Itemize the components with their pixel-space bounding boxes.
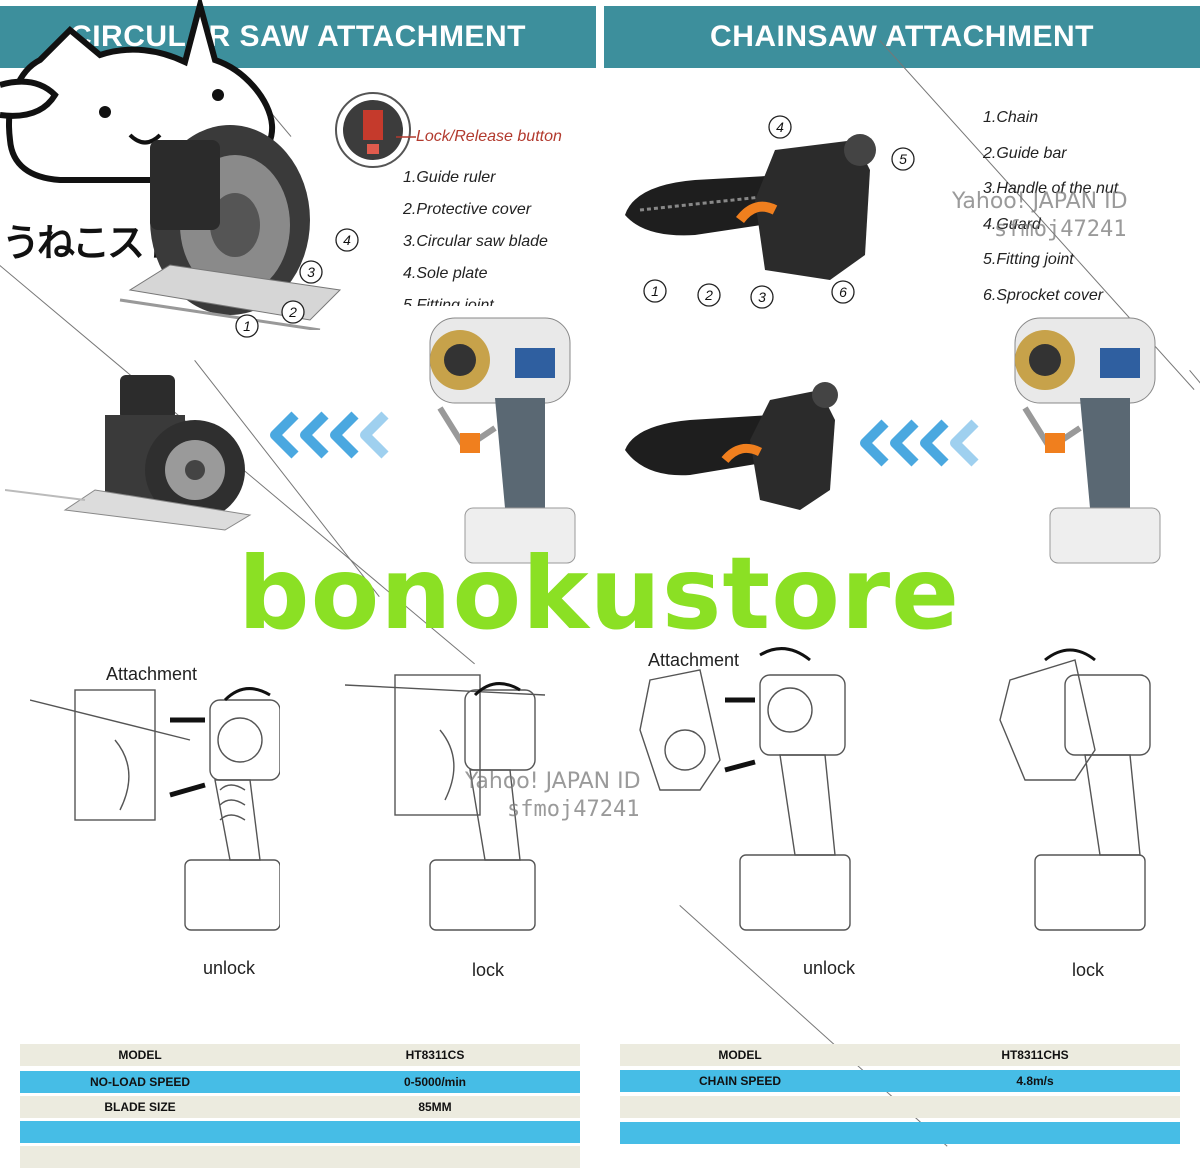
spec-label: NO-LOAD SPEED — [89, 1075, 190, 1089]
part-item: 5.Fitting joint — [983, 251, 1074, 269]
chainsaw-lock-drawing — [999, 648, 1151, 931]
callout-1: 1 — [243, 318, 251, 334]
spec-value: 4.8m/s — [1016, 1074, 1054, 1088]
header-chainsaw: CHAINSAW ATTACHMENT — [604, 6, 1200, 68]
callout-3: 3 — [758, 289, 766, 305]
chainsaw-parts-list: 1.Chain 2.Guide bar 3.Handle of the nut … — [983, 100, 1118, 314]
unlock-label: unlock — [203, 958, 256, 978]
callout-arrow — [396, 136, 416, 138]
chainsaw-unlock-drawing — [639, 647, 851, 931]
lock-label: lock — [472, 960, 505, 980]
part-item: 4.Sole plate — [403, 265, 488, 282]
chainsaw-number-callouts: 4 5 1 2 3 6 — [643, 115, 915, 309]
spec-value: HT8311CS — [405, 1048, 465, 1062]
table-row — [620, 1122, 1180, 1144]
spec-label: MODEL — [718, 1048, 762, 1062]
circular-saw-lock-drawing — [345, 674, 546, 931]
circular-saw-parts-list: 1.Guide ruler 2.Protective cover 3.Circu… — [403, 162, 548, 306]
callout-5: 5 — [899, 151, 907, 167]
spec-label: CHAIN SPEED — [698, 1074, 781, 1088]
callout-6: 6 — [839, 284, 847, 300]
table-row: CHAIN SPEED 4.8m/s — [620, 1070, 1180, 1092]
circular-saw-number-callouts: 4 3 2 1 — [235, 228, 359, 338]
table-row: BLADE SIZE 85MM — [20, 1096, 580, 1118]
watermark-line2: sfmoj47241 — [507, 797, 640, 822]
callout-1: 1 — [651, 283, 659, 299]
spec-label: BLADE SIZE — [104, 1100, 176, 1114]
yahoo-id-watermark: Yahoo! JAPAN ID sfmoj47241 — [952, 188, 1128, 244]
callout-3: 3 — [307, 264, 315, 280]
unlock-label: unlock — [803, 958, 856, 978]
circular-saw-unlock-drawing — [30, 687, 280, 931]
callout-2: 2 — [704, 287, 713, 303]
table-row — [20, 1146, 580, 1168]
part-item: 4.Guard — [983, 215, 1041, 233]
watermark-line1: Yahoo! JAPAN ID — [465, 769, 641, 794]
chevron-left-arrows-icon — [860, 419, 979, 467]
part-item: 1.Chain — [983, 109, 1039, 126]
chainsaw-attachment-image — [625, 134, 876, 280]
diagonal-line — [1189, 370, 1200, 386]
part-item: 2.Guide bar — [983, 144, 1067, 162]
drill-tool-image — [1014, 317, 1161, 564]
watermark-line2: sfmoj47241 — [994, 217, 1127, 242]
table-row: NO-LOAD SPEED 0-5000/min — [20, 1071, 580, 1093]
spec-table-left: MODEL HT8311CS NO-LOAD SPEED 0-5000/min … — [20, 1044, 580, 1169]
callout-4: 4 — [343, 232, 351, 248]
attachment-label-left: Attachment — [106, 664, 198, 684]
spec-value: HT8311CHS — [1001, 1048, 1069, 1062]
part-item: 3.Circular saw blade — [403, 233, 548, 250]
lock-label: lock — [1072, 960, 1105, 980]
callout-4: 4 — [776, 119, 784, 135]
part-item: 6.Sprocket cover — [983, 286, 1104, 304]
brand-watermark: bonokustore — [238, 535, 961, 652]
callout-2: 2 — [288, 304, 297, 320]
watermark-line1: Yahoo! JAPAN ID — [952, 189, 1128, 214]
part-item: 2.Protective cover — [403, 201, 532, 218]
circular-saw-side-view-image — [5, 375, 252, 531]
part-item: 1.Guide ruler — [403, 169, 496, 186]
attachment-label-right: Attachment — [648, 650, 740, 670]
table-row — [620, 1096, 1180, 1118]
lock-release-button-zoom — [335, 92, 411, 168]
lock-release-callout: Lock/Release button — [416, 128, 562, 145]
spec-value: 0-5000/min — [403, 1075, 467, 1089]
chainsaw-side-view-image — [625, 382, 838, 510]
table-row — [20, 1121, 580, 1143]
spec-table-right: MODEL HT8311CHS CHAIN SPEED 4.8m/s — [620, 1044, 1180, 1164]
part-item: 3.Handle of the nut — [983, 180, 1119, 198]
spec-value: 85MM — [418, 1100, 452, 1114]
table-row: MODEL HT8311CS — [20, 1044, 580, 1066]
table-row: MODEL HT8311CHS — [620, 1044, 1180, 1066]
spec-label: MODEL — [118, 1048, 162, 1062]
part-item: 5.Fitting joint — [403, 297, 494, 306]
drill-tool-image — [429, 317, 576, 564]
chevron-left-arrows-icon — [270, 411, 389, 459]
yahoo-id-watermark: Yahoo! JAPAN ID sfmoj47241 — [465, 768, 641, 824]
